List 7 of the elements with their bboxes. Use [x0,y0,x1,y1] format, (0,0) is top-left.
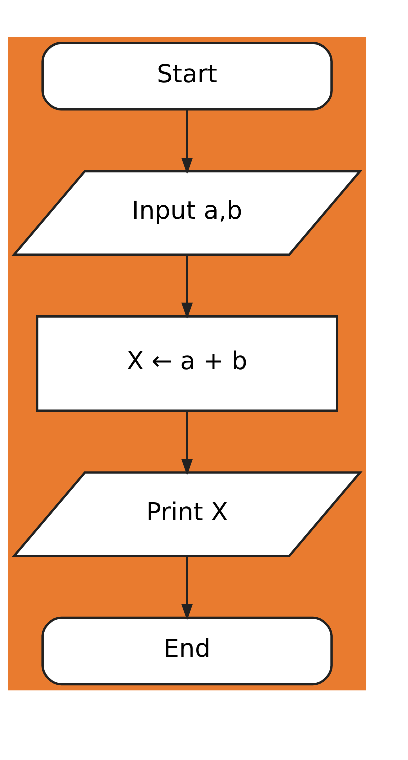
node-box: Start [42,42,333,110]
node-box: End [42,616,333,686]
arrow [182,410,194,476]
node-box: X ← a + b [36,315,338,412]
arrow [182,110,194,174]
arrow [182,254,194,319]
arrow [182,556,194,620]
